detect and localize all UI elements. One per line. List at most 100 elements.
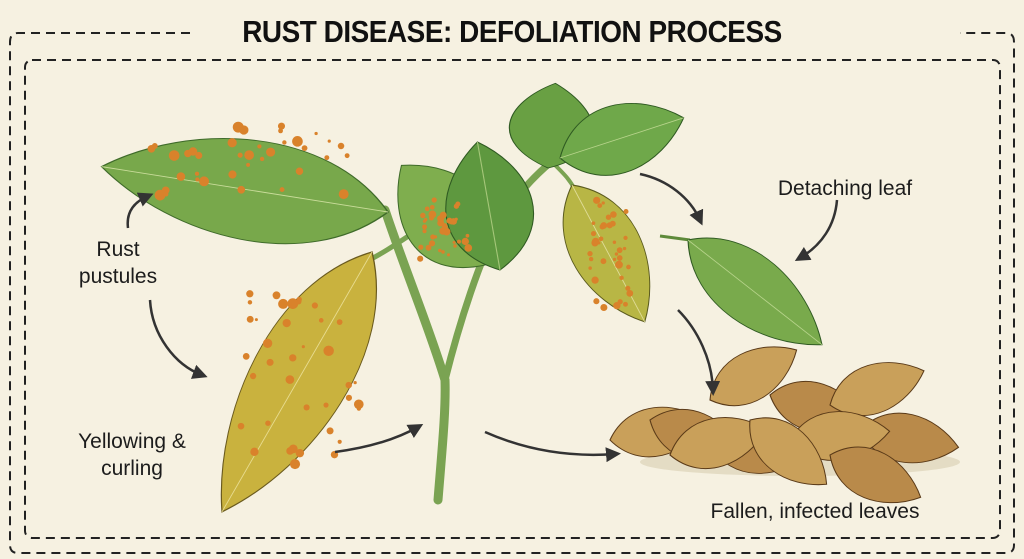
rust-spot bbox=[247, 300, 253, 305]
rust-spot bbox=[242, 353, 250, 360]
rust-spot bbox=[615, 260, 623, 269]
rust-spot bbox=[314, 131, 318, 136]
rust-spot bbox=[605, 214, 612, 220]
rust-spot bbox=[616, 247, 623, 254]
rust-spot bbox=[337, 142, 345, 150]
arrow-to-pile bbox=[484, 430, 621, 463]
rust-spot bbox=[623, 301, 628, 307]
rust-spot bbox=[622, 246, 627, 251]
rust-spot bbox=[147, 144, 156, 153]
rust-spot bbox=[295, 448, 305, 458]
rust-spot bbox=[601, 201, 605, 205]
rust-spot bbox=[301, 145, 308, 152]
label-line: Rust bbox=[96, 238, 140, 261]
label-line: curling bbox=[101, 457, 163, 480]
rust-spot bbox=[199, 176, 210, 187]
rust-spot bbox=[438, 248, 442, 253]
rust-spot bbox=[422, 229, 427, 234]
rust-spot bbox=[337, 439, 342, 444]
rust-spot bbox=[254, 318, 258, 322]
rust-spot bbox=[424, 206, 430, 212]
rust-spot bbox=[345, 394, 353, 401]
rust-spot bbox=[600, 303, 608, 312]
rust-spot bbox=[598, 236, 604, 242]
rust-spot bbox=[587, 250, 593, 257]
rust-spot bbox=[282, 140, 287, 145]
rust-spot bbox=[612, 240, 617, 244]
rust-spot bbox=[614, 252, 619, 256]
arrows bbox=[126, 172, 839, 463]
rust-spot bbox=[249, 372, 257, 380]
rust-spot bbox=[593, 298, 600, 305]
inner-frame bbox=[24, 59, 1001, 539]
rust-spot bbox=[623, 235, 628, 241]
fallen-leaves-pile bbox=[605, 328, 964, 520]
rust-spot bbox=[292, 136, 303, 147]
rust-spot bbox=[326, 427, 334, 435]
rust-spot bbox=[323, 402, 329, 408]
rust-spot bbox=[289, 459, 301, 470]
arrow-to-pustules bbox=[126, 192, 154, 229]
rust-spot bbox=[420, 212, 426, 219]
rust-spot bbox=[439, 211, 447, 219]
label-line: Yellowing & bbox=[78, 430, 186, 453]
rust-spot bbox=[461, 237, 469, 246]
rust-spot bbox=[266, 358, 274, 366]
rust-spot bbox=[457, 239, 462, 244]
rust-spot bbox=[237, 152, 243, 158]
rust-spot bbox=[610, 211, 617, 218]
rust-spot bbox=[609, 220, 616, 227]
rust-spot bbox=[323, 345, 334, 357]
arrow-falling bbox=[677, 309, 721, 396]
rust-spot bbox=[464, 244, 473, 252]
rust-spot bbox=[176, 172, 186, 181]
rust-spot bbox=[345, 381, 352, 389]
rust-spot bbox=[195, 177, 200, 182]
rust-spot bbox=[289, 354, 297, 362]
rust-spot bbox=[600, 258, 607, 265]
rust-spot bbox=[311, 302, 318, 309]
rust-spot bbox=[429, 205, 435, 210]
rust-spot bbox=[257, 144, 262, 149]
rust-spot bbox=[612, 257, 617, 262]
rust-spot bbox=[194, 171, 200, 176]
rust-spot bbox=[356, 406, 361, 411]
rust-spot bbox=[278, 128, 283, 134]
label-fallen-leaves: Fallen, infected leaves bbox=[710, 500, 920, 523]
rust-spot bbox=[250, 447, 259, 456]
leaf-detaching bbox=[659, 212, 844, 373]
rust-spot bbox=[425, 244, 432, 251]
label-yellowing: Yellowing & curling bbox=[62, 428, 202, 482]
rust-spot bbox=[336, 319, 343, 325]
rust-spot bbox=[626, 264, 631, 270]
rust-spot bbox=[246, 290, 254, 298]
outer-frame bbox=[9, 32, 1015, 554]
rust-spot bbox=[338, 189, 349, 200]
label-line: pustules bbox=[78, 265, 158, 288]
rust-spot bbox=[465, 233, 470, 238]
rust-spot bbox=[441, 250, 445, 254]
rust-spot bbox=[623, 209, 629, 215]
rust-spot bbox=[327, 139, 331, 143]
rust-spot bbox=[324, 155, 330, 161]
rust-spot bbox=[168, 150, 180, 161]
rust-spot bbox=[318, 318, 324, 323]
rust-spot bbox=[431, 197, 437, 203]
rust-spot bbox=[452, 240, 456, 244]
rust-spot bbox=[285, 375, 295, 384]
rust-spot bbox=[262, 338, 273, 348]
rust-spot bbox=[616, 255, 623, 261]
rust-spot bbox=[418, 244, 424, 250]
rust-spot bbox=[259, 156, 265, 162]
rust-spot bbox=[591, 276, 599, 284]
rust-spot bbox=[625, 285, 631, 291]
leaf-top-right bbox=[548, 84, 695, 191]
rust-spot bbox=[228, 170, 237, 179]
rust-spot bbox=[246, 162, 251, 167]
rust-spot bbox=[303, 404, 310, 411]
rust-spot bbox=[344, 153, 350, 159]
rust-spot bbox=[154, 189, 166, 201]
rust-spot bbox=[423, 217, 428, 222]
rust-spot bbox=[428, 210, 437, 219]
